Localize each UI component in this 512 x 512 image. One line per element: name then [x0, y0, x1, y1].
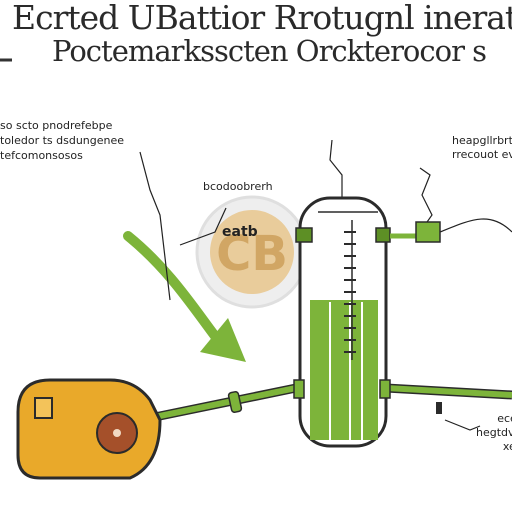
- leader-line-bottom-right: [444, 419, 481, 431]
- watermark-coin-icon: CB: [195, 195, 309, 309]
- title-line-1: Ecrted UBattior Rrotugnl inerato: [12, 0, 512, 37]
- pump-handle: [34, 397, 53, 419]
- flow-arrow-head: [200, 318, 246, 362]
- pump-hose: [145, 379, 305, 423]
- right-bottom-label-line-2: hegtdvote: [476, 426, 512, 439]
- electrolysis-cell: [295, 196, 441, 448]
- right-bottom-label-line-3: xeolo: [502, 440, 512, 453]
- right-bottom-label: ecetor hegtdvote xeolo AE: [476, 412, 512, 468]
- right-bottom-label-line-4: AE: [476, 454, 512, 468]
- left-label-line-3: tefcomonsosos: [0, 149, 83, 162]
- left-label-line-2: toledor ts dsdungenee: [0, 134, 125, 147]
- scale-ticks: [344, 231, 356, 353]
- left-connector: [295, 227, 313, 243]
- outlet-hose: [379, 379, 512, 414]
- right-valve: [415, 221, 441, 243]
- right-bottom-label-line-1: ecetor: [497, 412, 512, 425]
- leader-line-left: [139, 151, 171, 301]
- svg-text:CB: CB: [216, 226, 288, 282]
- pump-icon: [16, 378, 162, 480]
- leader-line-top: [329, 139, 343, 198]
- right-top-label-line-1: heapgllrbrtc: [452, 134, 512, 147]
- left-label-line-1: so scto pnodrefebpe: [0, 119, 113, 132]
- flow-arrow-shaft: [123, 231, 223, 345]
- leader-line-center: [179, 207, 227, 246]
- right-top-label-line-2: rrecouot ev: [452, 148, 512, 161]
- center-top-label: bcodoobrerh: [203, 180, 273, 193]
- leader-line-right-2: [439, 218, 512, 233]
- leader-line-right: [419, 167, 433, 233]
- hose-clamp: [227, 390, 243, 414]
- title-line-2: Poctemarksscten Orckterocor s: [52, 34, 487, 68]
- center-mid-label: eatb: [222, 224, 258, 240]
- electrolyte-fill: [310, 300, 378, 440]
- right-connector: [375, 227, 391, 243]
- left-label-block: so scto pnodrefebpe toledor ts dsdungene…: [0, 118, 124, 163]
- right-top-label: heapgllrbrtc rrecouot ev: [452, 134, 512, 162]
